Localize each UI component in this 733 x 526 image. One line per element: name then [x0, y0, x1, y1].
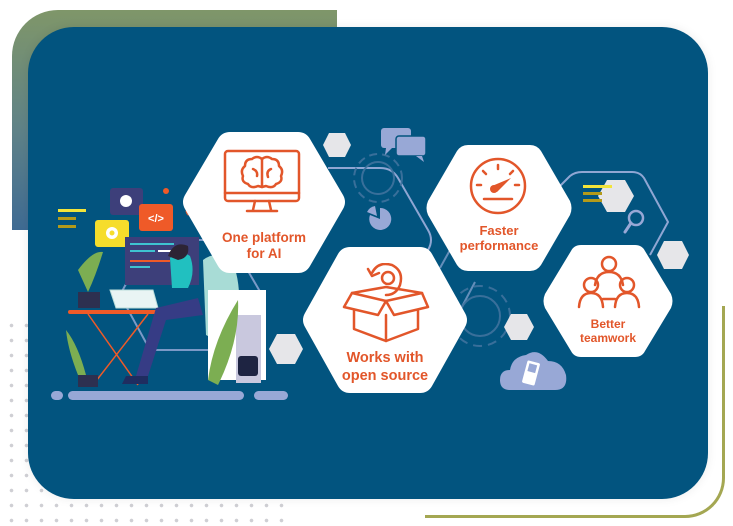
- feature-title-line1: Faster: [479, 223, 519, 238]
- code-tag-text: </>: [148, 213, 164, 225]
- feature-title-line1: Better: [590, 317, 626, 331]
- small-hexagon: [269, 334, 303, 364]
- feature-card-open-source: Works with open source: [300, 245, 470, 395]
- feature-title-line2: teamwork: [579, 331, 637, 345]
- feature-card-ai: One platform for AI: [180, 130, 348, 275]
- feature-title-line2: performance: [459, 238, 539, 253]
- feature-title-line2: for AI: [246, 246, 282, 261]
- brain-monitor-icon: [223, 149, 301, 213]
- small-hexagon: [657, 241, 689, 269]
- team-icon: [577, 255, 641, 309]
- magnifier-icon: [623, 209, 645, 234]
- feature-title-line1: Works with: [346, 350, 424, 366]
- speedometer-icon: [469, 157, 527, 215]
- feature-title-line1: One platform: [221, 230, 306, 245]
- outline-accent-frame: [425, 306, 725, 518]
- feature-card-teamwork: Better teamwork: [541, 243, 675, 359]
- small-hexagon: [504, 314, 534, 340]
- cloud-phone-icon: [500, 352, 567, 390]
- pie-chart-icon: [367, 206, 392, 230]
- list-lines-icon: [583, 185, 612, 202]
- small-hexagon: [323, 133, 351, 157]
- feature-card-performance: Faster performance: [424, 143, 574, 273]
- feature-title-line2: open source: [341, 368, 429, 384]
- chat-bubbles-icon: [381, 128, 427, 162]
- person-at-desk-illustration: </>: [51, 188, 288, 400]
- box-refresh-icon: [342, 263, 430, 343]
